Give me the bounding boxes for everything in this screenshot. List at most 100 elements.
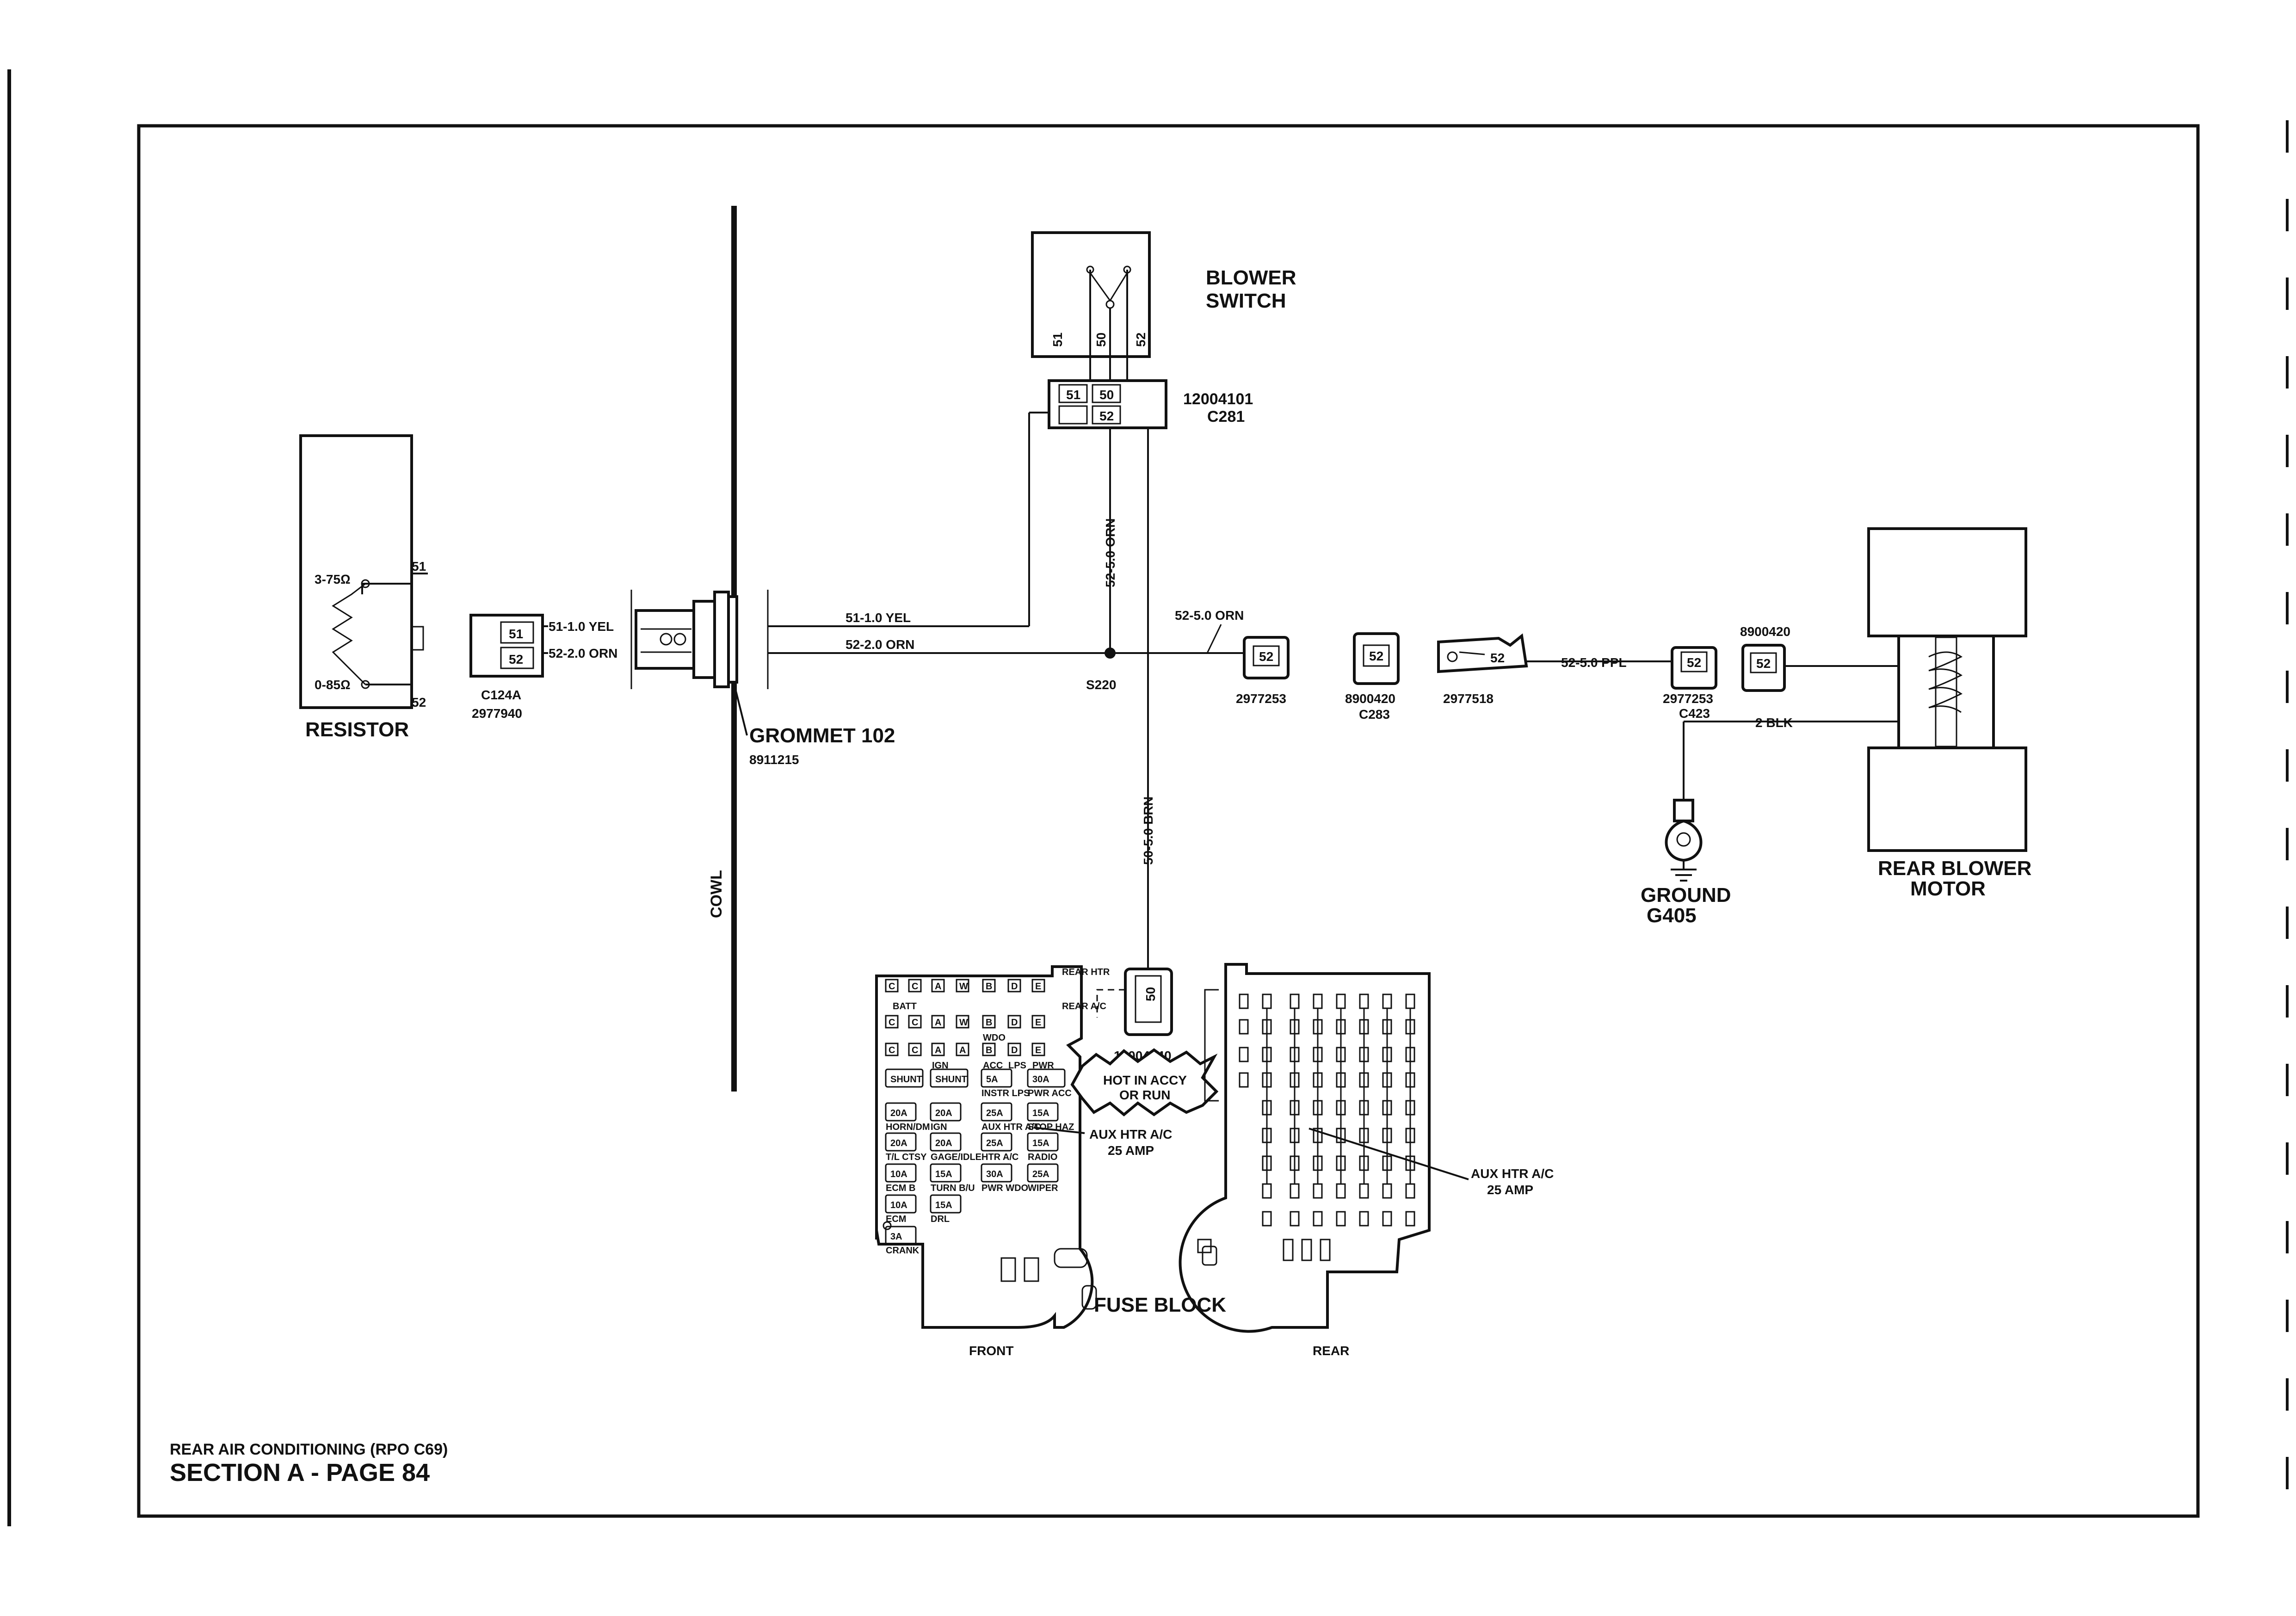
fuse-front-label: FRONT xyxy=(969,1344,1013,1358)
rear-terminal xyxy=(1290,1211,1300,1227)
fuse-circuit-note: ECM B xyxy=(886,1183,915,1193)
connector-2977253-a: 52 xyxy=(1243,636,1290,679)
conn-e-part: 8900420 xyxy=(1740,624,1790,639)
c281-cavity-52: 52 xyxy=(1099,409,1114,423)
rear-terminal xyxy=(1359,1211,1369,1227)
aux-rear-line2: 25 AMP xyxy=(1487,1183,1533,1197)
fuse-terminal-row2-3: W xyxy=(956,1015,969,1029)
fuse-circuit-note: HORN/DM xyxy=(886,1122,930,1132)
fuse-circuit-note: WIPER xyxy=(1028,1183,1058,1193)
c281-cavity-51: 51 xyxy=(1066,388,1080,402)
fuse-rating: 20A xyxy=(935,1108,952,1118)
fuse-circuit-note: PWR WDO xyxy=(981,1183,1028,1193)
fuse-terminal-row1-2: A xyxy=(931,979,945,993)
conn-b-part: 8900420 xyxy=(1345,691,1395,706)
fuse-rating: 3A xyxy=(890,1232,902,1242)
fuse-rating: SHUNT xyxy=(935,1074,967,1085)
row3-note: PWR xyxy=(1032,1061,1054,1071)
row3-note: IGN xyxy=(932,1061,949,1071)
fuse-2-0: 20A T/L CTSY xyxy=(885,1132,927,1162)
c124a-wire-52: 52-2.0 ORN xyxy=(549,646,617,660)
fuse-2-2: 25A HTR A/C xyxy=(981,1132,1018,1162)
rear-terminal xyxy=(1239,1047,1249,1062)
batt-note: BATT xyxy=(893,1001,917,1012)
fuse-terminal-row2-4: B xyxy=(982,1015,996,1029)
fuse-circuit-note: CRANK xyxy=(886,1246,920,1256)
resistor xyxy=(299,434,428,709)
ground-g405 xyxy=(1665,799,1703,882)
fuse-terminal-row1-6: E xyxy=(1031,979,1045,993)
splice-s220-label: S220 xyxy=(1086,678,1116,692)
blower-switch-title-line2: SWITCH xyxy=(1206,290,1286,312)
switch-terminal-50: 50 xyxy=(1094,333,1108,347)
connector-2977518: 52 xyxy=(1437,633,1528,673)
hot-in-accy-line1: HOT IN ACCY xyxy=(1103,1073,1187,1087)
wire-2-blk-label: 2 BLK xyxy=(1755,715,1793,730)
rear-terminal xyxy=(1262,1211,1272,1227)
resistor-label: RESISTOR xyxy=(305,718,409,741)
fuse-0-1: SHUNT xyxy=(930,1068,969,1088)
conn-d-part: 2977253 xyxy=(1663,691,1713,706)
fuse-terminal-letter: D xyxy=(1011,981,1018,992)
ground-label-line2: G405 xyxy=(1647,904,1697,927)
fuse-terminal-row2-5: D xyxy=(1007,1015,1021,1029)
fuse-terminal-letter: D xyxy=(1011,1045,1018,1055)
resistor-pin-52: 52 xyxy=(412,695,426,709)
c281-part: 12004101 xyxy=(1183,390,1253,408)
fuse-circuit-note: RADIO xyxy=(1028,1152,1057,1162)
fuse-rating: 30A xyxy=(986,1169,1003,1179)
fuse-terminal-letter: E xyxy=(1035,1045,1041,1055)
fuse-circuit-note: DRL xyxy=(931,1214,950,1224)
fuse-terminal-letter: E xyxy=(1035,1018,1041,1028)
fuse-rating: 25A xyxy=(1032,1169,1049,1179)
c281-cavity-50: 50 xyxy=(1099,388,1114,402)
rear-terminal xyxy=(1239,1072,1249,1088)
rear-blower-motor xyxy=(1867,527,2027,852)
c124a-id: C124A xyxy=(481,688,521,702)
wire-50-brn-label: 50-5.0 BRN xyxy=(1141,796,1155,865)
fuse-terminal-letter: A xyxy=(959,1045,966,1055)
blower-switch: 51 50 52 xyxy=(1031,231,1151,358)
wire-51-yel-label: 51-1.0 YEL xyxy=(846,611,911,625)
fuse-terminal-letter: B xyxy=(986,1045,992,1055)
fuse-rear-htr: REAR HTR xyxy=(1062,967,1110,977)
wire-52-ppl-label: 52-5.0 PPL xyxy=(1561,655,1627,670)
conn-c-part: 2977518 xyxy=(1443,691,1494,706)
fuse-terminal-row3-3: A xyxy=(956,1042,969,1056)
fuse-5-0: 3A CRANK xyxy=(885,1226,920,1256)
resistor-pin-51: 51 xyxy=(412,559,426,574)
fuse-3-2: 30A PWR WDO xyxy=(981,1163,1028,1193)
conn-b-id: C283 xyxy=(1359,707,1390,722)
conn-a-cavity: 52 xyxy=(1259,649,1273,664)
fuse-circuit-note: HTR A/C xyxy=(981,1152,1018,1162)
fuse-rating: 25A xyxy=(986,1138,1003,1148)
fuse-rating: 20A xyxy=(890,1108,907,1118)
conn-12004740-cavity: 50 xyxy=(1143,987,1158,1001)
fuse-rating: 20A xyxy=(890,1138,907,1148)
fuse-rating: SHUNT xyxy=(890,1074,922,1085)
fuse-circuit-note: T/L CTSY xyxy=(886,1152,927,1162)
fuse-terminal-letter: E xyxy=(1035,981,1041,992)
fuse-block-title: FUSE BLOCK xyxy=(1094,1294,1226,1316)
resistor-high-value: 3-75Ω xyxy=(315,572,351,586)
fuse-terminal-row1-4: B xyxy=(982,979,996,993)
fuse-terminal-row3-2: A xyxy=(931,1042,945,1056)
rear-terminal xyxy=(1313,1211,1323,1227)
footer-section: SECTION A - PAGE 84 xyxy=(170,1459,430,1486)
wire-52-5-orn-vertical-label: 52-5.0 ORN xyxy=(1103,518,1117,587)
fuse-rating: 20A xyxy=(935,1138,952,1148)
fuse-circuit-note: GAGE/IDLE xyxy=(931,1152,981,1162)
ground-label-line1: GROUND xyxy=(1641,884,1731,907)
fuse-terminal-letter: C xyxy=(912,1045,918,1055)
fuse-terminal-letter: C xyxy=(889,1018,895,1028)
fuse-circuit-note: AUX HTR A/C xyxy=(981,1122,1041,1132)
fuse-terminal-letter: B xyxy=(986,1018,992,1028)
fuse-block-rear xyxy=(1179,963,1431,1333)
